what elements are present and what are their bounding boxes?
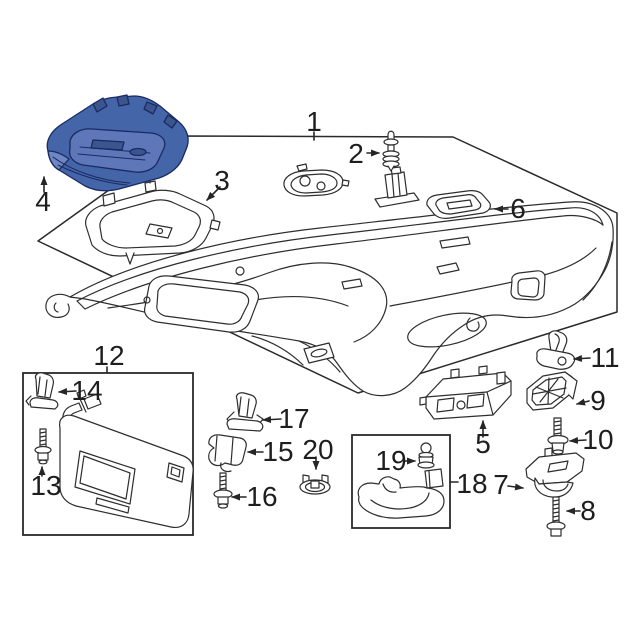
part-4-overhead-console	[46, 94, 189, 192]
part-2-push-pin	[382, 130, 400, 172]
map-lamp-lens-drawing	[283, 163, 350, 197]
grab-handle-box	[351, 434, 451, 529]
callout-13-label: 13	[30, 470, 61, 501]
callout-2-label: 2	[348, 138, 364, 169]
callout-17-label: 17	[278, 403, 309, 434]
callout-11-label: 11	[590, 342, 619, 373]
callout-4-label: 4	[35, 186, 51, 217]
callout-3-label: 3	[214, 165, 230, 196]
part-9-retainer-plate	[526, 371, 578, 411]
callout-6-label: 6	[510, 193, 526, 224]
callout-8-label: 8	[580, 495, 596, 526]
headliner-panel-drawing	[45, 201, 614, 397]
callout-18-label: 18	[456, 468, 487, 499]
leader-11	[573, 355, 591, 362]
leader-14	[58, 388, 77, 396]
mounting-bracket-drawing	[374, 166, 420, 208]
part-18-grab-handle	[357, 468, 445, 519]
callout-16-label: 16	[246, 481, 277, 512]
leader-lines	[38, 131, 591, 515]
part-20-grommet	[299, 474, 331, 495]
leader-3	[206, 186, 221, 201]
callout-9-label: 9	[590, 385, 606, 416]
sun-visor-box	[22, 372, 194, 536]
part-8-screw	[546, 496, 566, 537]
part-16-screw	[213, 472, 233, 509]
part-17-center-clip	[226, 392, 264, 432]
callout-15-label: 15	[262, 436, 293, 467]
part-7-rear-bracket	[525, 447, 585, 498]
part-11-coat-hook	[536, 330, 576, 370]
callout-20-label: 20	[302, 434, 333, 465]
callout-14-label: 14	[71, 375, 102, 406]
part-15-hook-cover	[208, 434, 247, 473]
part-19-handle-fastener	[417, 442, 435, 469]
assembly-1-border	[37, 135, 618, 394]
part-12-sun-visor	[59, 389, 194, 529]
callout-19-label: 19	[375, 445, 406, 476]
leader-10	[569, 437, 587, 444]
part-3-front-lamp-housing	[85, 175, 221, 265]
part-14-visor-clip	[25, 372, 59, 410]
callout-12-label: 12	[93, 340, 124, 371]
callout-1-label: 1	[306, 106, 322, 137]
callout-5-label: 5	[475, 428, 491, 459]
callout-labels: 1 2 3 4 5 6 7 8 9 10 11 12 13 14 15 16 1…	[30, 106, 619, 526]
callout-10-label: 10	[582, 424, 613, 455]
part-10-stud-screw	[547, 417, 569, 455]
part-6-lamp-bezel	[426, 190, 491, 219]
leader-17	[262, 416, 282, 424]
leader-7	[507, 483, 524, 491]
part-13-visor-screw	[34, 428, 52, 465]
leader-9	[576, 398, 590, 406]
part-5-dome-lamp	[419, 365, 512, 420]
callout-7-label: 7	[493, 469, 509, 500]
